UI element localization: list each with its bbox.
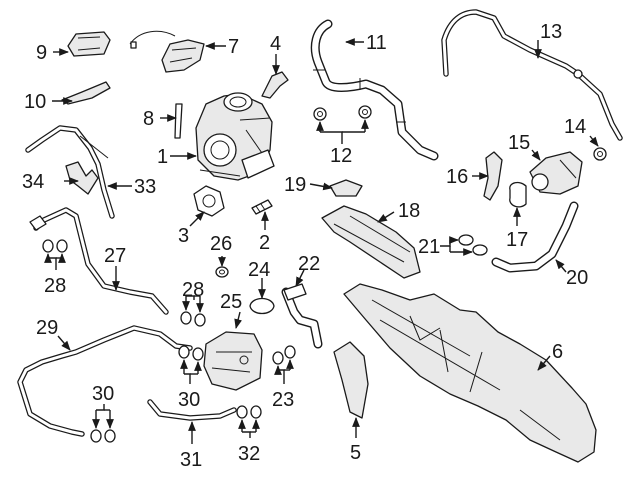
- part-16-bracket: [483, 151, 503, 201]
- callout-22: 22: [298, 253, 320, 275]
- part-4-bracket: [261, 71, 289, 99]
- part-28-seals-upper: [42, 239, 68, 253]
- part-17-clamp: [509, 181, 527, 208]
- callout-10: 10: [24, 91, 46, 113]
- part-8-pin: [174, 103, 183, 139]
- callout-34: 34: [22, 171, 44, 193]
- part-13-tube: [441, 9, 623, 141]
- callout-1: 1: [157, 146, 168, 168]
- part-3-gasket: [193, 185, 225, 217]
- part-1-turbocharger: [195, 92, 275, 181]
- callout-30-upper: 30: [178, 389, 200, 411]
- callout-30-lower: 30: [92, 383, 114, 405]
- part-28-seals-lower: [180, 311, 206, 327]
- callout-14: 14: [564, 116, 586, 138]
- part-31-tube: [147, 399, 237, 421]
- callout-19: 19: [284, 174, 306, 196]
- callout-13: 13: [540, 21, 562, 43]
- part-21-seals: [458, 234, 488, 256]
- part-24-clamp: [249, 297, 275, 315]
- part-29-tube: [17, 325, 193, 437]
- callout-23: 23: [272, 389, 294, 411]
- callout-11: 11: [366, 32, 387, 54]
- part-23-seals: [272, 345, 296, 365]
- callout-32: 32: [238, 443, 260, 465]
- callout-27: 27: [104, 245, 126, 267]
- callout-18: 18: [398, 200, 420, 222]
- callout-2: 2: [259, 232, 270, 254]
- part-6-heat-shield: [343, 283, 597, 463]
- callout-28-upper: 28: [44, 275, 66, 297]
- part-30-seals-upper: [178, 345, 204, 361]
- callout-12: 12: [330, 145, 352, 167]
- callout-33: 33: [134, 176, 156, 198]
- part-25-module: [203, 331, 263, 391]
- part-11-tube: [310, 19, 439, 161]
- part-9-bracket: [67, 31, 111, 57]
- part-12-seals: [313, 105, 372, 121]
- part-20-hose: [491, 201, 579, 273]
- callout-21: 21: [418, 236, 440, 258]
- callout-26: 26: [210, 233, 232, 255]
- callout-20: 20: [566, 267, 588, 289]
- part-19-bracket: [329, 179, 363, 197]
- callout-17: 17: [506, 229, 528, 251]
- callout-29: 29: [36, 317, 58, 339]
- part-15-valve: [529, 151, 583, 195]
- part-34-bracket: [65, 161, 99, 195]
- callout-7: 7: [228, 36, 239, 58]
- part-32-seals: [236, 405, 262, 419]
- part-7-sensor: [129, 30, 205, 73]
- part-5-bracket: [333, 341, 369, 419]
- part-26-washer: [215, 266, 229, 278]
- callout-5: 5: [350, 442, 361, 464]
- callout-6: 6: [552, 341, 563, 363]
- part-14-clamp: [593, 147, 607, 161]
- callout-9: 9: [36, 42, 47, 64]
- callout-3: 3: [178, 225, 189, 247]
- callout-16: 16: [446, 166, 468, 188]
- callout-15: 15: [508, 132, 530, 154]
- callout-25: 25: [220, 291, 242, 313]
- part-30-seals-lower: [90, 429, 116, 443]
- callout-24: 24: [248, 259, 270, 281]
- callout-labels: 9 7 10 8 4 1 3 2 26 11 12 13 14 15 16 17…: [22, 21, 588, 471]
- part-22-hose: [281, 283, 323, 349]
- callout-4: 4: [270, 33, 281, 55]
- part-27-tube: [29, 207, 169, 315]
- callout-31: 31: [180, 449, 202, 471]
- part-18-heat-shield: [321, 205, 421, 279]
- leader-lines: [44, 38, 599, 444]
- callout-28-lower: 28: [182, 279, 204, 301]
- callout-8: 8: [143, 108, 154, 130]
- part-33-sensor: [25, 125, 115, 219]
- part-2-stud: [251, 199, 273, 215]
